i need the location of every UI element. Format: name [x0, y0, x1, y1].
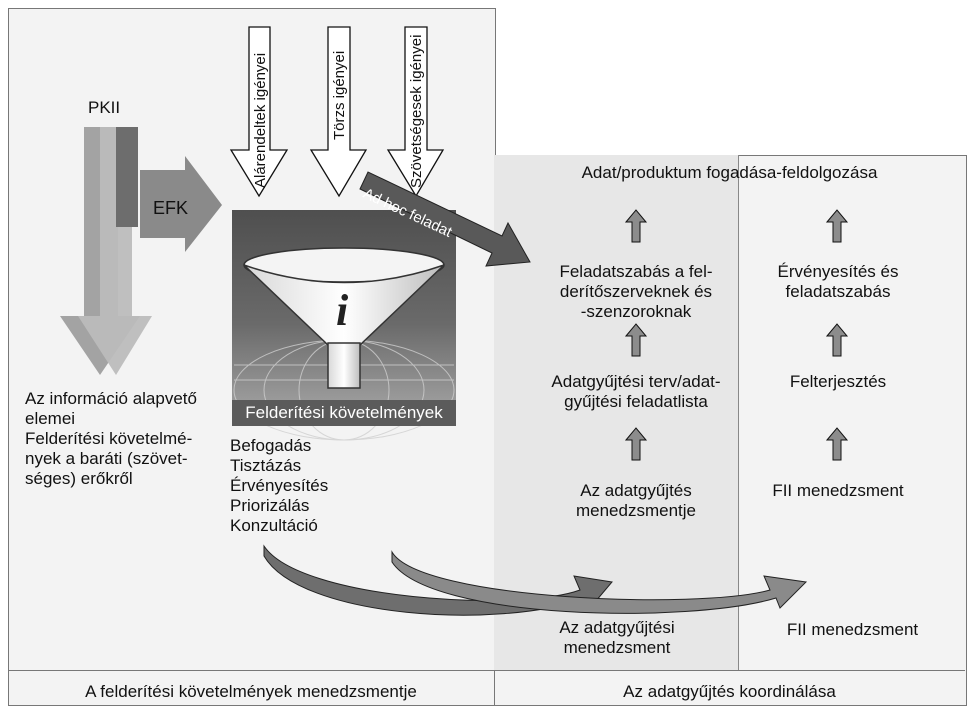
middle-box-3-line-2: menedzsmentje — [575, 501, 696, 520]
info-line-2: elemei — [25, 409, 76, 428]
adhoc-arrow — [359, 171, 531, 267]
top-label: Adat/produktum fogadása-feldolgozása — [581, 163, 878, 182]
requirements-label: Felderítési követelmények — [245, 403, 443, 422]
funnel-image: i — [232, 210, 456, 441]
middle-bottom-line-1: Az adatgyűjtési — [559, 618, 675, 637]
middle-box-1-line-1: Feladatszabás a fel- — [559, 262, 713, 281]
pkii-label: PKII — [88, 98, 121, 117]
footer-divider — [8, 670, 965, 671]
info-line-1: Az információ alapvető — [25, 389, 197, 408]
right-box-3-line-1: FII menedzsment — [772, 481, 904, 500]
step-3: Érvényesítés — [230, 476, 329, 495]
efk-arrow — [140, 156, 222, 252]
step-5: Konzultáció — [230, 516, 318, 535]
info-text: Az információ alapvető elemei Felderítés… — [25, 389, 225, 489]
right-footer: Az adatgyűjtés koordinálása — [623, 682, 836, 701]
right-bottom: FII menedzsment — [740, 620, 965, 640]
right-bottom-line-1: FII menedzsment — [786, 620, 919, 639]
middle-column — [494, 155, 739, 670]
pkii-arrows — [60, 127, 152, 375]
right-box-1: Érvényesítés és feladatszabás — [740, 262, 936, 302]
info-line-3: Felderítési követelmé- — [25, 429, 193, 448]
step-1: Befogadás — [230, 436, 312, 455]
info-line-4: nyek a baráti (szövet- — [25, 449, 188, 468]
input-label-2: Törzs igényei — [331, 50, 348, 140]
input-arrow-2 — [309, 26, 368, 198]
right-box-2: Felterjesztés — [740, 372, 936, 392]
steps-list: Befogadás Tisztázás Érvényesítés Prioriz… — [230, 436, 390, 536]
middle-box-3-line-1: Az adatgyűjtés — [580, 481, 692, 500]
input-arrow-3 — [386, 26, 445, 198]
up-arrows-middle — [624, 209, 648, 461]
up-arrows-right — [825, 209, 849, 461]
right-box-3: FII menedzsment — [740, 481, 936, 501]
right-box-1-line-2: feladatszabás — [785, 282, 891, 301]
middle-bottom: Az adatgyűjtési menedzsment — [496, 618, 738, 658]
middle-box-2-line-2: gyűjtési feladatlista — [564, 392, 708, 411]
step-4: Priorizálás — [230, 496, 310, 515]
middle-box-3: Az adatgyűjtés menedzsmentje — [520, 481, 752, 521]
right-box-1-line-1: Érvényesítés és — [777, 262, 899, 281]
input-arrow-1 — [229, 26, 289, 198]
middle-box-2: Adatgyűjtési terv/adat- gyűjtési feladat… — [520, 372, 752, 412]
efk-label: EFK — [153, 198, 189, 218]
left-footer: A felderítési követelmények menedzsmentj… — [85, 682, 417, 701]
curved-arrow-right — [391, 550, 808, 614]
step-2: Tisztázás — [230, 456, 302, 475]
right-box-2-line-1: Felterjesztés — [789, 372, 887, 391]
middle-bottom-line-2: menedzsment — [563, 638, 671, 657]
middle-box-1-line-2: derítőszerveknek és — [559, 282, 713, 301]
input-label-1: Alárendeltek igényei — [252, 52, 269, 188]
input-label-3: Szövetségesek igényei — [408, 34, 425, 188]
middle-box-1: Feladatszabás a fel- derítőszerveknek és… — [520, 262, 752, 322]
svg-text:i: i — [336, 286, 349, 335]
info-line-5: séges) erőkről — [25, 469, 133, 488]
middle-box-2-line-1: Adatgyűjtési terv/adat- — [551, 372, 721, 391]
middle-box-1-line-3: -szenzoroknak — [580, 302, 692, 321]
